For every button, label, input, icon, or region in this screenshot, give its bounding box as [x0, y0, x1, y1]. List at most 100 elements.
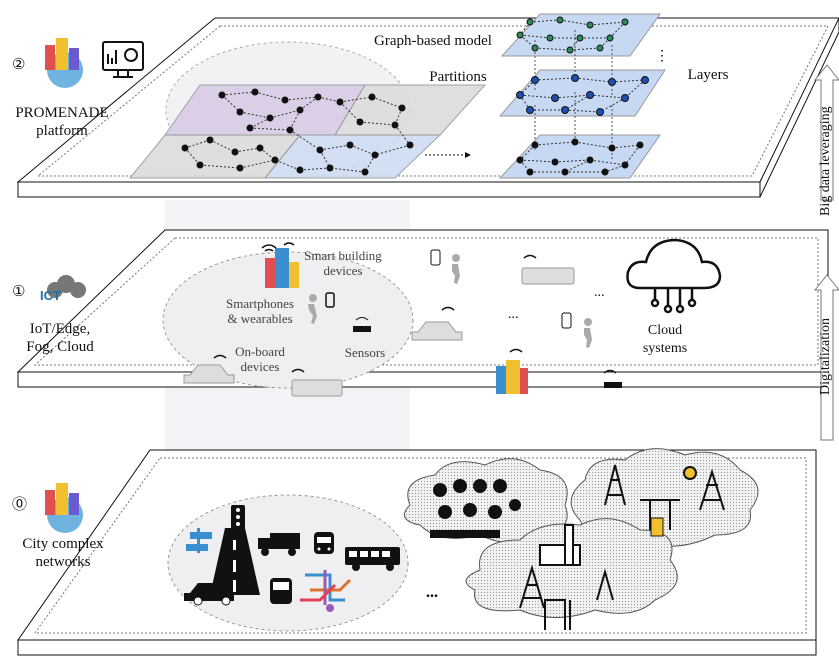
partition-graph-node: [286, 126, 294, 134]
layer3-graph-edge: [554, 159, 591, 163]
onboard-line2: devices: [240, 359, 280, 374]
layer2-graph-edge: [599, 97, 626, 113]
street-bus-icon: [521, 267, 575, 285]
layer3-graph-edge: [534, 141, 576, 146]
street-phone-person-icon: [430, 249, 460, 284]
layer2-graph-edge: [519, 94, 556, 99]
partition-graph-edge: [284, 96, 319, 101]
layer1-graph-node: [621, 18, 629, 26]
layer3-graph-edge: [624, 144, 641, 166]
layer2-graph-edge: [519, 94, 531, 111]
layer2-graph-node: [561, 106, 569, 114]
layer1-graph-node: [516, 31, 524, 39]
layer3-graph-edge: [589, 159, 626, 166]
layer2-graph-edge: [624, 79, 646, 99]
layer1-graph-node: [566, 46, 574, 54]
partition-graph-node: [246, 124, 254, 132]
layer3-graph-node: [516, 156, 524, 164]
partition-graph-edge: [299, 167, 331, 171]
partition-graph-edge: [329, 167, 366, 173]
partition-graph-node: [236, 164, 244, 172]
battery-icon: [650, 517, 664, 537]
layer3-graph-node: [586, 156, 594, 164]
svg-text:ICT: ICT: [40, 288, 61, 303]
layer2-graph-edge: [611, 79, 646, 83]
partition-graph-edge: [394, 124, 411, 146]
partition-graph-node: [281, 96, 289, 104]
partition-graph-node: [356, 118, 364, 126]
bus-icon: [345, 547, 400, 571]
smart-building-line2: devices: [323, 263, 363, 278]
partition-graph-edge: [239, 111, 271, 119]
sensors-label: Sensors: [344, 345, 386, 360]
partition-graph-edge: [199, 164, 241, 169]
train-icon: [314, 532, 334, 554]
smartphones-line1: Smartphones: [226, 296, 294, 311]
big-data-arrow: [813, 64, 839, 201]
sensor-icon: [353, 317, 371, 332]
partition-graph-edge: [254, 91, 286, 101]
truck-icon: [258, 533, 300, 556]
middle-ellipsis-b: ...: [508, 307, 519, 322]
partition-purple: [164, 84, 366, 136]
partition-graph-edge: [394, 107, 403, 126]
partition-graph-node: [196, 161, 204, 169]
top-layer: ⋮: [16, 13, 839, 198]
middle-layer-inner: [33, 237, 819, 366]
traffic-light-icon: [231, 505, 245, 529]
street-building-icon: [496, 360, 528, 394]
layer2-graph-node: [526, 106, 534, 114]
layers-ellipsis: ⋮: [655, 49, 669, 64]
partition-graph-node: [371, 151, 379, 159]
badge-ict: ①: [12, 284, 26, 300]
partition-graph-node: [346, 141, 354, 149]
layer3-graph-edge: [604, 164, 626, 173]
smartphone-icon: [325, 292, 335, 308]
layer3-graph-node: [571, 138, 579, 146]
partition-graph-node: [231, 148, 239, 156]
ict-icon: ICT: [40, 275, 86, 303]
layer2-graph-node: [531, 76, 539, 84]
partition-graph-node: [206, 136, 214, 144]
partition-graph-node: [256, 144, 264, 152]
partition-graph-edge: [359, 121, 396, 126]
partition-graph-node: [368, 93, 376, 101]
layer2-graph-node: [621, 94, 629, 102]
partition-graph-node: [181, 144, 189, 152]
layer3-graph-node: [621, 161, 629, 169]
cloud-systems-line1: Cloud: [647, 323, 683, 338]
monitor-icon: [102, 41, 144, 78]
cloud-systems-label: Cloud systems: [630, 322, 700, 358]
layer3-graph-edge: [611, 144, 641, 149]
partition-graph-edge: [239, 159, 276, 169]
onboard-car-icon: [183, 364, 235, 384]
ict-title: IoT/Edge, Fog, Cloud: [10, 320, 110, 356]
bottom-ellipsis: ...: [426, 584, 438, 601]
layer-plane-2: [498, 69, 666, 117]
middle-layer: ... ...: [16, 229, 829, 397]
city-title: City complex networks: [8, 535, 118, 571]
signpost-icon: [186, 528, 212, 553]
partition-graph-edge: [371, 96, 403, 109]
layer1-graph-edge: [589, 21, 626, 26]
onboard-line1: On-board: [235, 344, 285, 359]
partition-graph-node: [316, 146, 324, 154]
partition-graph-edge: [339, 96, 373, 103]
building-icon: [265, 248, 299, 288]
layer1-graph-node: [526, 18, 534, 26]
layer2-graph-edge: [534, 77, 576, 81]
side-arrows: [813, 64, 839, 441]
bottom-layer-inner: [34, 457, 807, 634]
road-icon: [210, 528, 260, 595]
layer3-graph-node: [608, 144, 616, 152]
layer2-graph-node: [551, 94, 559, 102]
digitalization-label: Digitalization: [818, 318, 833, 395]
promenade-city-icon: [45, 38, 83, 88]
layer1-graph-node: [596, 44, 604, 52]
city-title-line2: networks: [35, 554, 91, 570]
layer2-graph-node: [586, 91, 594, 99]
partition-graph-edge: [184, 139, 211, 149]
partition-graph-edge: [249, 127, 291, 131]
partition-graph-edge: [339, 101, 361, 123]
